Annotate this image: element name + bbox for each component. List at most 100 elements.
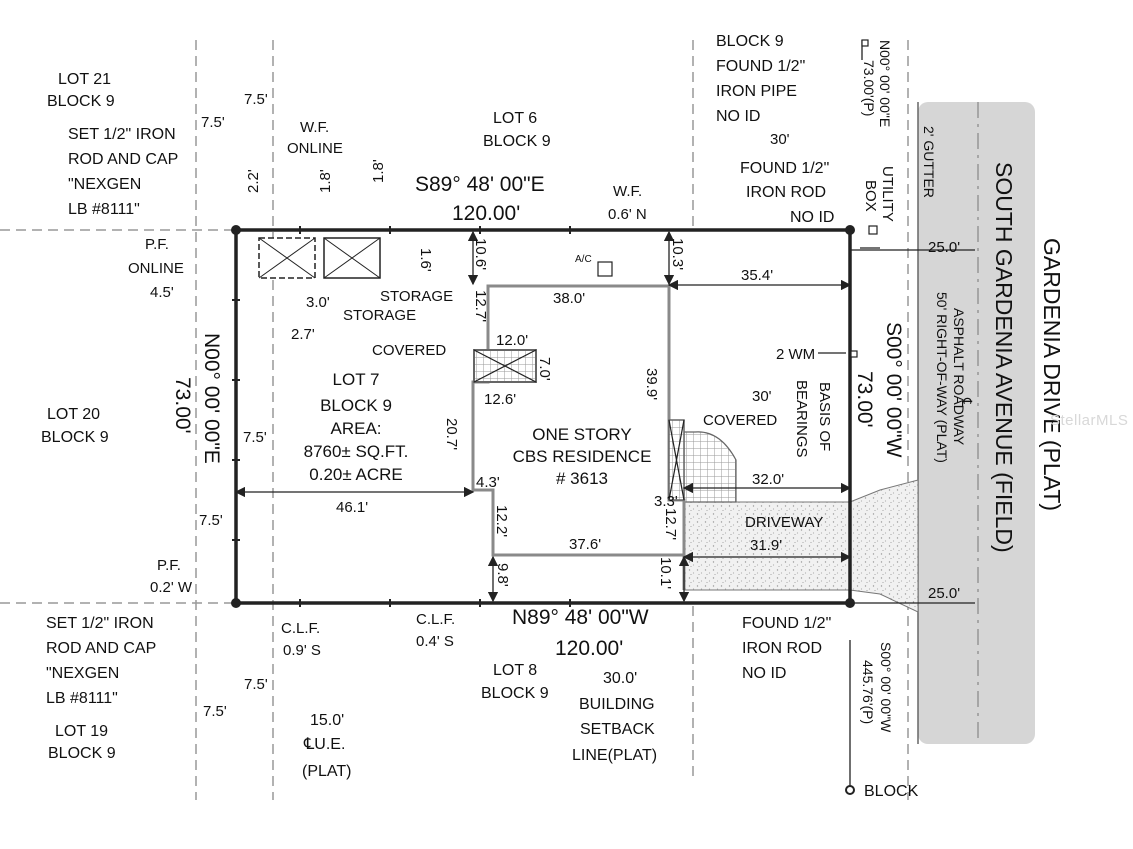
lot19-line1: LOT 19: [55, 723, 108, 740]
dim-207: 20.7': [443, 418, 460, 450]
pf-sw-1: P.F.: [157, 557, 181, 574]
setback-2: BUILDING: [579, 696, 655, 713]
pf-sw-2: 0.2' W: [150, 579, 193, 596]
dim-106: 10.6': [472, 238, 489, 270]
wf-online-2: ONLINE: [287, 140, 343, 157]
lot8-line2: BLOCK 9: [481, 685, 549, 702]
ac-label: A/C: [575, 254, 592, 265]
dim-250b: 25.0': [928, 585, 960, 602]
found-ne-1: FOUND 1/2": [740, 160, 829, 177]
dim-30b: 30': [752, 388, 772, 405]
wf-online-1: W.F.: [300, 119, 329, 136]
west-distance: 73.00': [171, 377, 194, 434]
driveway: [683, 479, 919, 613]
street-band: [918, 102, 1035, 744]
utility-box: [868, 225, 878, 235]
roadway-2: 50' RIGHT-OF-WAY (PLAT): [934, 292, 950, 463]
lot7-acre: 0.20± ACRE: [309, 465, 402, 484]
lot20-line2: BLOCK 9: [41, 429, 109, 446]
two-wm-label: 2 WM: [776, 346, 815, 363]
watermark: StellarMLS: [1050, 412, 1129, 429]
lot20-line1: LOT 20: [47, 406, 100, 423]
dim-354: 35.4': [741, 267, 773, 284]
east-distance: 73.00': [853, 371, 876, 428]
dim-30a: 30': [770, 131, 790, 148]
bottom-right-bearing: S00° 00' 00"W: [878, 642, 894, 733]
dim-120: 12.0': [496, 332, 528, 349]
dim-75e: 7.5': [244, 676, 268, 693]
found-pipe-4: NO ID: [716, 108, 760, 125]
storage-label-2: STORAGE: [343, 307, 416, 324]
set-nw-4: LB #8111": [68, 201, 140, 218]
lot7-line1: LOT 7: [333, 370, 380, 389]
pf-online-2: ONLINE: [128, 260, 184, 277]
lot6-line1: LOT 6: [493, 110, 537, 127]
dim-320: 32.0': [752, 471, 784, 488]
found-ne-2: IRON ROD: [746, 184, 826, 201]
block-corner-1: BLOCK: [864, 783, 919, 800]
set-sw-2: ROD AND CAP: [46, 640, 156, 657]
ue-3: (PLAT): [302, 763, 351, 780]
setback-4: LINE(PLAT): [572, 747, 657, 764]
ue-1: 15.0': [310, 712, 344, 729]
found-se-3: NO ID: [742, 665, 786, 682]
set-sw-3: "NEXGEN: [46, 665, 119, 682]
east-bearing: S00° 00' 00"W: [882, 322, 905, 458]
clf1-2: 0.9' S: [283, 642, 321, 659]
utility-2: BOX: [862, 180, 879, 212]
dim-75a: 7.5': [244, 91, 268, 108]
dim-16: 1.6': [417, 248, 434, 272]
found-se-2: IRON ROD: [742, 640, 822, 657]
dim-380: 38.0': [553, 290, 585, 307]
dim-250a: 25.0': [928, 239, 960, 256]
west-bearing: N00° 00' 00"E: [200, 333, 223, 464]
covered-label-1: COVERED: [372, 342, 446, 359]
lot7-line3: AREA:: [330, 419, 381, 438]
dim-127a: 12.7': [472, 290, 489, 322]
lot7-line2: BLOCK 9: [320, 396, 392, 415]
lot6-line2: BLOCK 9: [483, 133, 551, 150]
found-se-1: FOUND 1/2": [742, 615, 831, 632]
set-sw-4: LB #8111": [46, 690, 118, 707]
top-right-plat: 73.00'(P): [861, 60, 877, 116]
lot-boundary: [234, 228, 852, 605]
set-nw-1: SET 1/2" IRON: [68, 126, 176, 143]
driveway-label: DRIVEWAY: [745, 514, 823, 531]
lot8-line1: LOT 8: [493, 662, 537, 679]
centerline-symbol: ℄: [959, 397, 975, 407]
dim-103: 10.3': [669, 238, 686, 270]
setback-3: SETBACK: [580, 721, 655, 738]
dim-376: 37.6': [569, 536, 601, 553]
dim-461: 46.1': [336, 499, 368, 516]
pf-offset: 4.5': [150, 284, 174, 301]
dim-126: 12.6': [484, 391, 516, 408]
residence-line1: ONE STORY: [532, 425, 632, 444]
clf1-1: C.L.F.: [281, 620, 320, 637]
utility-1: UTILITY: [879, 166, 896, 222]
dim-399: 39.9': [643, 368, 660, 400]
residence-line3: # 3613: [556, 469, 608, 488]
dim-75b: 7.5': [201, 114, 225, 131]
setback-1: 30.0': [603, 670, 637, 687]
basis-1: BASIS OF: [816, 382, 833, 451]
found-pipe-1: BLOCK 9: [716, 33, 784, 50]
dim-319: 31.9': [750, 537, 782, 554]
set-nw-2: ROD AND CAP: [68, 151, 178, 168]
dim-98: 9.8': [494, 563, 511, 587]
lot7-area: 8760± SQ.FT.: [304, 442, 409, 461]
found-pipe-2: FOUND 1/2": [716, 58, 805, 75]
dim-101: 10.1': [657, 557, 674, 589]
bottom-right-plat: 445.76'(P): [860, 660, 876, 724]
north-distance: 120.00': [452, 202, 520, 225]
dim-70: 7.0': [536, 357, 553, 381]
dim-43: 4.3': [476, 474, 500, 491]
top-right-bearing: N00° 00' 00"E: [877, 40, 893, 127]
dim-122: 12.2': [493, 505, 510, 537]
covered-label-2: COVERED: [703, 412, 777, 429]
dim-127b: 12.7': [662, 508, 679, 540]
found-pipe-3: IRON PIPE: [716, 83, 797, 100]
found-ne-3: NO ID: [790, 209, 834, 226]
wf-offset: 0.6' N: [608, 206, 647, 223]
lot21-line2: BLOCK 9: [47, 93, 115, 110]
